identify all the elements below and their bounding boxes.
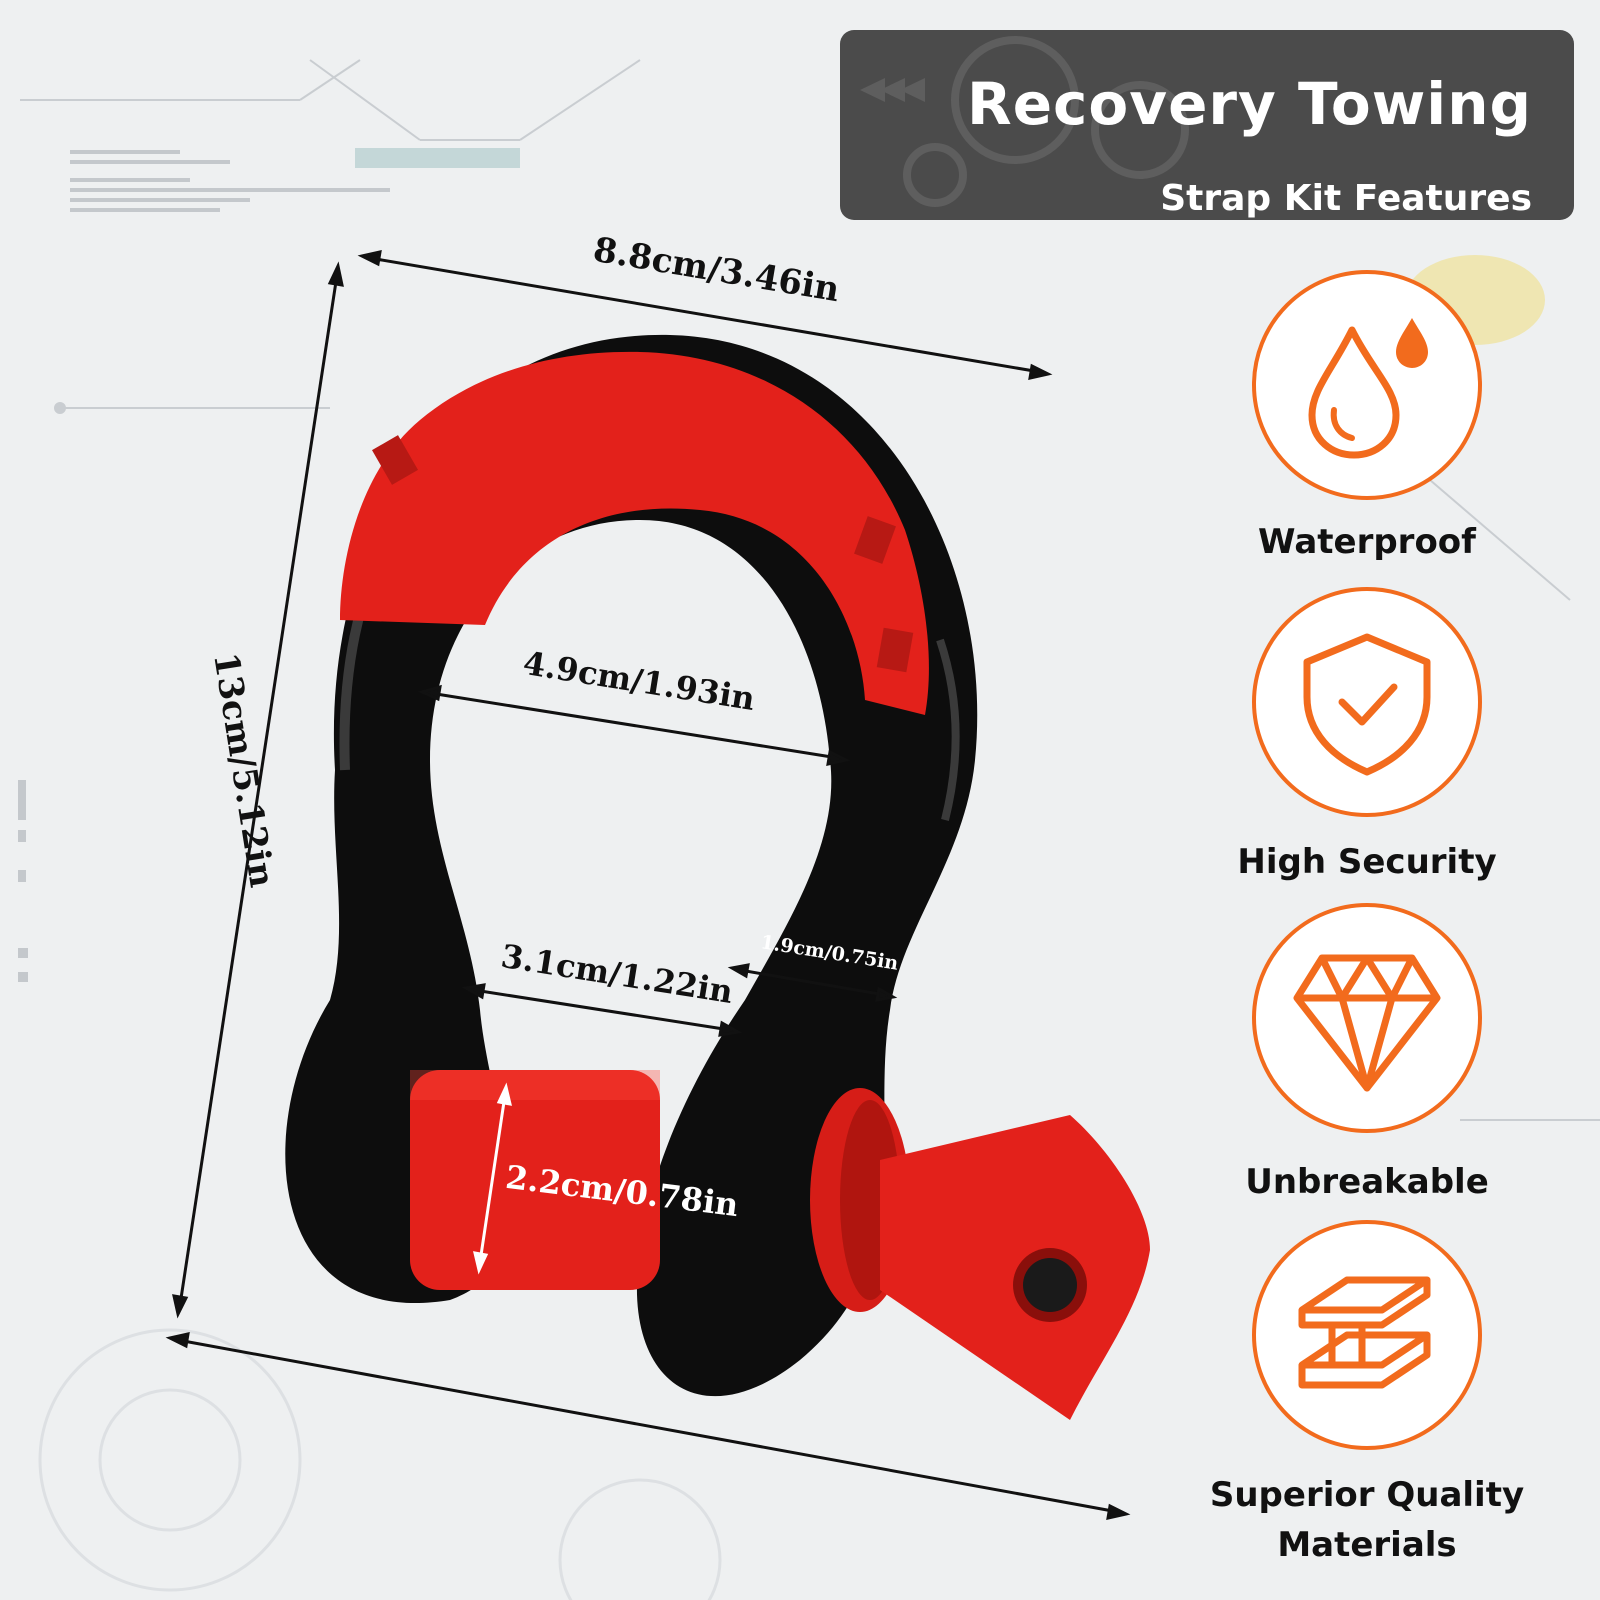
feature-materials-label-line1: Superior Quality <box>1209 1475 1525 1515</box>
steel-beam-icon <box>1298 1276 1431 1389</box>
feature-unbreakable-circle <box>1252 903 1482 1133</box>
feature-security-circle <box>1252 587 1482 817</box>
shield-check-icon <box>1303 633 1431 776</box>
pin-eye <box>880 1115 1150 1420</box>
page-subtitle: Strap Kit Features <box>1160 178 1532 219</box>
feature-waterproof-label: Waterproof <box>1258 522 1476 562</box>
feature-waterproof-circle <box>1252 270 1482 500</box>
shackle-pin <box>410 1070 660 1290</box>
diamond-icon <box>1293 954 1441 1092</box>
page-title: Recovery Towing <box>967 70 1532 138</box>
feature-materials-label: Superior Quality Materials <box>1197 1470 1537 1570</box>
header-banner: Recovery Towing Strap Kit Features <box>840 30 1574 220</box>
feature-security-label: High Security <box>1237 842 1497 882</box>
water-drop-icon <box>1308 318 1428 459</box>
shackle-cap <box>340 351 929 715</box>
feature-materials-circle <box>1252 1220 1482 1450</box>
feature-unbreakable-label: Unbreakable <box>1245 1162 1489 1202</box>
gear-icon <box>860 36 1189 207</box>
feature-materials-label-line2: Materials <box>1277 1525 1457 1565</box>
